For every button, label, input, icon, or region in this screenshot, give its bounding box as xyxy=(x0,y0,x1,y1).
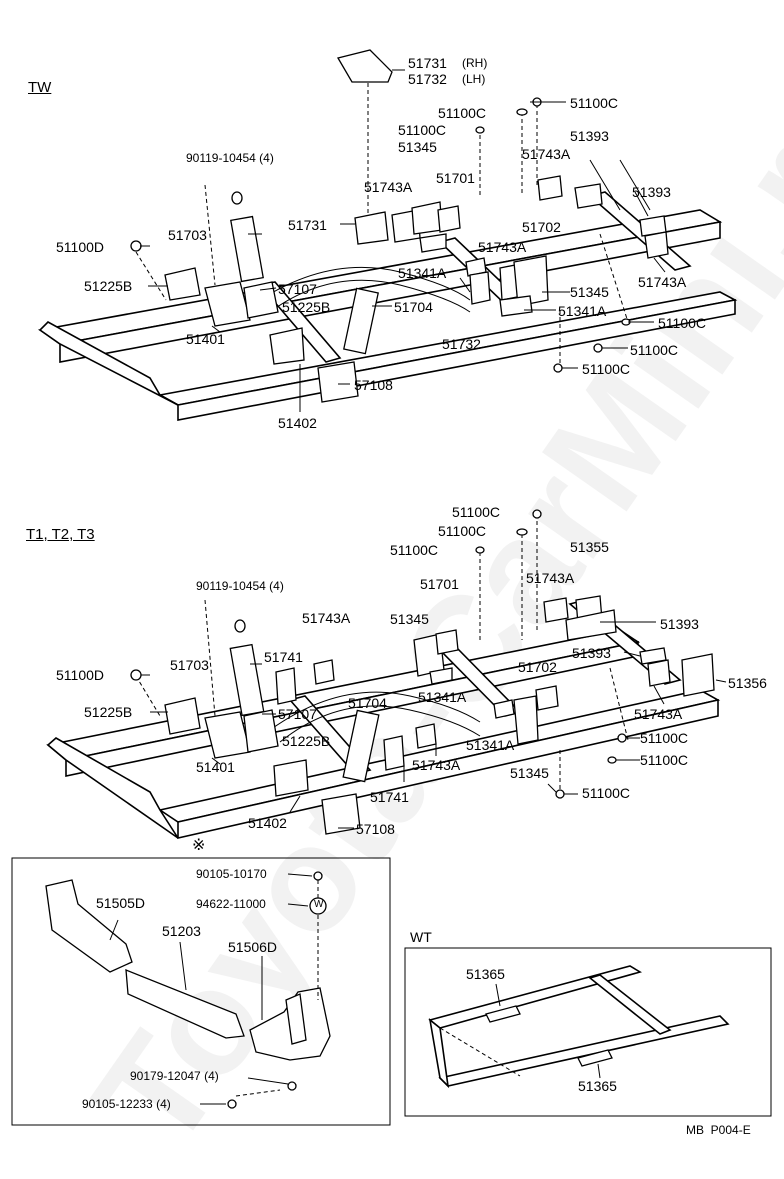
t1-label-51393-b: 51393 xyxy=(572,645,611,661)
t1-label-51743a-a: 51743A xyxy=(526,570,575,586)
tw-label-51100c-e: 51100C xyxy=(630,342,679,358)
tw-label-51743a-a: 51743A xyxy=(522,146,571,162)
t1-label-51100c-b: 51100C xyxy=(438,523,487,539)
tw-label-51345-a: 51345 xyxy=(398,139,437,155)
t1-label-57107: 57107 xyxy=(278,706,317,722)
inset-note-mark: ※ xyxy=(192,837,206,854)
t1-label-51701: 51701 xyxy=(420,576,459,592)
t1-label-51100c-a: 51100C xyxy=(452,504,501,520)
t1-label-51355: 51355 xyxy=(570,539,609,555)
tw-label-51100c-c: 51100C xyxy=(398,122,447,138)
t1-label-51100c-c: 51100C xyxy=(390,542,439,558)
tw-label-51704: 51704 xyxy=(394,299,433,315)
t1-label-51345-a: 51345 xyxy=(390,611,429,627)
tw-label-51731: 51731 xyxy=(288,217,327,233)
t1-label-51341a-b: 51341A xyxy=(466,737,515,753)
tw-label-51731-rh: 51731 xyxy=(408,55,447,71)
inset-label-90105-12233: 90105-12233 (4) xyxy=(82,1097,171,1111)
inset-w-mark: W xyxy=(314,899,324,910)
tw-label-51701: 51701 xyxy=(436,170,475,186)
t1-label-51702: 51702 xyxy=(518,659,557,675)
t1-label-51402: 51402 xyxy=(248,815,287,831)
tw-label-bolt: 90119-10454 (4) xyxy=(186,151,274,165)
inset-diagram xyxy=(11,857,391,1126)
tw-label-51345-b: 51345 xyxy=(570,284,609,300)
tw-label-lh: (LH) xyxy=(462,72,486,86)
t1-label-57108: 57108 xyxy=(356,821,395,837)
t1-label-51345-b: 51345 xyxy=(510,765,549,781)
t1-label-51356: 51356 xyxy=(728,675,767,691)
t1-label-51743a-c: 51743A xyxy=(634,706,683,722)
section-tw: TW xyxy=(28,79,52,96)
t1-label-51100d: 51100D xyxy=(56,667,105,683)
wt-diagram xyxy=(404,947,772,1117)
tw-label-51732-lh: 51732 xyxy=(408,71,447,87)
tw-label-51743a-c: 51743A xyxy=(478,239,527,255)
tw-frame xyxy=(37,49,738,421)
inset-label-94622-11000: 94622-11000 xyxy=(196,897,266,911)
tw-label-51401: 51401 xyxy=(186,331,225,347)
tw-label-51100c-a: 51100C xyxy=(570,95,619,111)
inset-label-51506d: 51506D xyxy=(228,939,278,955)
tw-label-51743a-b: 51743A xyxy=(364,179,413,195)
tw-label-51702: 51702 xyxy=(522,219,561,235)
tw-label-57107: 57107 xyxy=(278,281,317,297)
tw-label-57108: 57108 xyxy=(354,377,393,393)
inset-label-51505d: 51505D xyxy=(96,895,146,911)
section-t1-t2-t3: T1, T2, T3 xyxy=(26,526,95,543)
t1-label-bolt: 90119-10454 (4) xyxy=(196,579,284,593)
tw-label-51100c-f: 51100C xyxy=(582,361,631,377)
tw-label-rh: (RH) xyxy=(462,56,488,70)
tw-label-51341a-a: 51341A xyxy=(398,265,447,281)
tw-label-51402: 51402 xyxy=(278,415,317,431)
tw-label-51393-b: 51393 xyxy=(632,184,671,200)
tw-label-51100c-d: 51100C xyxy=(658,315,707,331)
tw-label-51732: 51732 xyxy=(442,336,481,352)
t1-frame xyxy=(46,509,727,840)
t1-label-51741-a: 51741 xyxy=(264,649,303,665)
t1-label-51225b-b: 51225B xyxy=(282,733,331,749)
footer-code: MB P004-E xyxy=(686,1123,751,1137)
tw-label-51393-a: 51393 xyxy=(570,128,609,144)
wt-label-51365-a: 51365 xyxy=(466,966,505,982)
t1-label-51703: 51703 xyxy=(170,657,209,673)
tw-label-51100c-b: 51100C xyxy=(438,105,487,121)
t1-label-51393-a: 51393 xyxy=(660,616,699,632)
tw-label-51703: 51703 xyxy=(168,227,207,243)
t1-label-51225b-a: 51225B xyxy=(84,704,133,720)
t1-label-51341a-a: 51341A xyxy=(418,689,467,705)
section-wt: WT xyxy=(410,929,432,945)
inset-label-51203: 51203 xyxy=(162,923,201,939)
tw-label-51743a-d: 51743A xyxy=(638,274,687,290)
t1-label-51100c-e: 51100C xyxy=(640,752,689,768)
frame-parts-diagram xyxy=(11,49,772,1126)
t1-label-51704: 51704 xyxy=(348,695,387,711)
t1-label-51743a-b: 51743A xyxy=(302,610,351,626)
t1-label-51401: 51401 xyxy=(196,759,235,775)
t1-label-51100c-f: 51100C xyxy=(582,785,631,801)
tw-label-51225b-b: 51225B xyxy=(282,299,331,315)
tw-label-51225b-a: 51225B xyxy=(84,278,133,294)
tw-label-51341a-b: 51341A xyxy=(558,303,607,319)
inset-label-90105-10170: 90105-10170 xyxy=(196,867,267,881)
inset-label-90179-12047: 90179-12047 (4) xyxy=(130,1069,219,1083)
wt-label-51365-b: 51365 xyxy=(578,1078,617,1094)
t1-label-51743a-d: 51743A xyxy=(412,757,461,773)
t1-label-51741-b: 51741 xyxy=(370,789,409,805)
t1-label-51100c-d: 51100C xyxy=(640,730,689,746)
tw-label-51100d: 51100D xyxy=(56,239,105,255)
